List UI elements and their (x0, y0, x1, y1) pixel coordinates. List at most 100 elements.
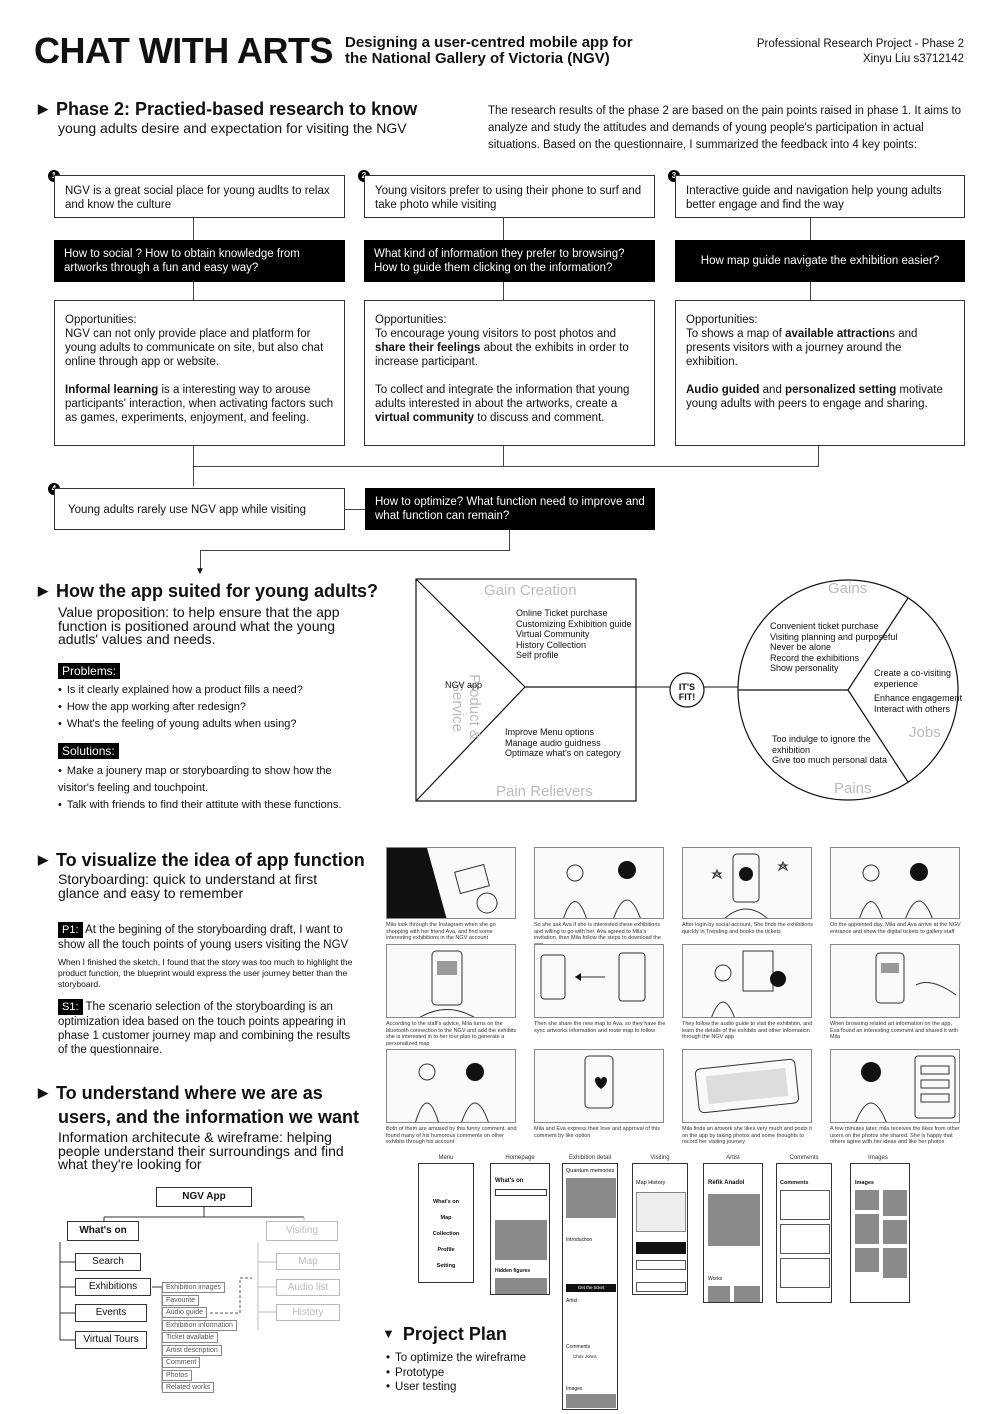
s1-text: S1: The scenario selection of the storyb… (58, 999, 358, 1057)
opportunity-text: Informal learning is a interesting way t… (65, 383, 334, 425)
gain-creators-list: Online Ticket purchase Customizing Exhib… (516, 608, 632, 661)
comments-title: Comments (780, 1180, 809, 1186)
product-service-label: Product & Service (449, 674, 483, 740)
storyboard-panel-5 (386, 944, 516, 1018)
storyboard-panel-8 (830, 944, 960, 1018)
gain-item: Visiting planning and purposeful (770, 631, 898, 642)
storyboard-caption-3: After login by social account, She finds… (682, 922, 814, 935)
problems-label: Problems: (58, 662, 121, 680)
opportunity-box-1: Opportunities: NGV can not only provide … (54, 300, 345, 446)
ia-detail-item: Comment (162, 1357, 201, 1368)
job-item: Enhance engagement (874, 693, 963, 703)
ia-virtual-tours-node: Virtual Tours (75, 1331, 147, 1349)
storyboard-caption-8: When browsing related art information on… (830, 1021, 959, 1040)
finding-box-4: Young adults rarely use NGV app while vi… (54, 488, 345, 530)
plan-item: Prototype (386, 1366, 526, 1381)
opportunity-text: Audio guided and personalized setting mo… (686, 383, 954, 411)
gain-item: Convenient ticket purchase (770, 621, 879, 631)
detail-comments-label: Comments (566, 1344, 591, 1350)
artist-works-label: Works (708, 1276, 723, 1282)
opportunity-bold: Informal learning (65, 384, 159, 396)
ia-detail-item: Artist description (162, 1345, 222, 1356)
opp-part: to discuss and comment. (474, 412, 605, 424)
opportunity-text: NGV can not only provide place and platf… (65, 328, 324, 368)
pain-item: Too indulge to ignore the exhibition (772, 734, 871, 755)
opp-part: To encourage young visitors to post phot… (375, 328, 617, 340)
storyboard-caption-1: Mila look through the Instagram when she… (386, 922, 496, 941)
solutions-label-text: Solutions: (58, 743, 119, 759)
detail-title: Quantum memories (566, 1168, 615, 1174)
plan-list: To optimize the wireframe Prototype User… (386, 1351, 526, 1395)
storyboard-panel-10 (534, 1049, 664, 1123)
value-canvas-diagram (415, 578, 959, 802)
storyboard-caption-4: On the appointed day, Mila and Ava arriv… (830, 922, 961, 935)
ia-events-node: Events (75, 1304, 147, 1322)
problems-label-text: Problems: (58, 663, 121, 679)
visiting-tabs[interactable]: Map History (636, 1180, 666, 1186)
product-label: NGV app (445, 680, 483, 690)
opp-bold: personalized setting (785, 384, 897, 396)
menu-item[interactable]: Profile (437, 1247, 455, 1253)
wireframe-label-artist: Artist (726, 1155, 740, 1161)
p1-label: P1: (58, 922, 83, 938)
storyboard-caption-11: Mila finds an artwork she likes very muc… (682, 1126, 812, 1145)
homepage-search-input[interactable] (495, 1189, 547, 1196)
ia-detail-item: Favourite (162, 1295, 200, 1306)
understand-title-line-1: To understand where we are as (38, 1082, 359, 1106)
visiting-map[interactable] (636, 1192, 686, 1232)
pain-reliever-item: Improve Menu options (505, 727, 595, 737)
wireframe-label-visiting: Visiting (650, 1155, 670, 1161)
storyboard-panel-3 (682, 847, 812, 919)
question-box-3: How map guide navigate the exhibition ea… (675, 240, 965, 282)
subtitle-line-1: Designing a user-centred mobile app for (345, 34, 633, 51)
opp-bold: available attraction (785, 328, 890, 340)
menu-item[interactable]: Collection (432, 1231, 460, 1237)
opportunity-title: Opportunities: (375, 314, 447, 326)
ia-map-node: Map (276, 1253, 340, 1270)
question-box-2: What kind of information they prefer to … (364, 240, 655, 282)
phase2-subtitle: young adults desire and expectation for … (58, 120, 407, 136)
menu-item[interactable]: Map (440, 1215, 452, 1221)
storyboard-panel-11 (682, 1049, 812, 1123)
homepage-title: What's on (495, 1178, 524, 1184)
page-title: CHAT WITH ARTS (34, 30, 333, 71)
ia-whats-on-node: What's on (67, 1221, 139, 1241)
pain-reliever-item: Optimaze what's on category (505, 748, 621, 758)
gain-item: Show personality (770, 663, 839, 673)
artist-title: Refik Anadol (708, 1180, 745, 1186)
visualize-title: To visualize the idea of app function (38, 849, 365, 873)
menu-item[interactable]: What's on (432, 1199, 460, 1205)
wireframe-label-homepage: Homepage (505, 1155, 535, 1161)
detail-images-label: Images (566, 1386, 583, 1392)
project-info: Professional Research Project - Phase 2 … (757, 37, 964, 67)
finding-box-3: Interactive guide and navigation help yo… (675, 175, 965, 218)
detail-commenter: Chris Johns (573, 1354, 597, 1359)
get-ticket-button[interactable]: Get the ticket (566, 1284, 616, 1292)
pain-reliever-item: Manage audio guidness (505, 737, 601, 748)
wireframe-images: Images (850, 1163, 910, 1303)
value-proposition: Value proposition: to help ensure that t… (58, 604, 340, 647)
storyboard-panel-2 (534, 847, 664, 919)
opportunity-title: Opportunities: (686, 314, 758, 326)
wireframe-artist: Refik Anadol Works (703, 1163, 763, 1303)
sketch-note: When I finished the sketch, I found that… (58, 957, 353, 989)
opp-part: motivate young adults with peers to enga… (686, 384, 943, 410)
gains-label: Gains (828, 580, 868, 597)
menu-item[interactable]: Setting (436, 1263, 456, 1269)
opp-part: To shows a map of (686, 328, 786, 340)
pains-list: Too indulge to ignore the exhibition Giv… (772, 734, 892, 766)
ia-detail-item: Photos (162, 1370, 192, 1381)
gain-creator-item: History Collection (516, 639, 587, 650)
opportunity-rest: is a interesting way to arouse participa… (65, 384, 334, 424)
storyboard-caption-7: They follow the audio guide to visit the… (682, 1021, 813, 1040)
finding-box-2: Young visitors prefer to using their pho… (364, 175, 655, 218)
job-item: Interact with others (874, 703, 951, 714)
opportunity-box-3: Opportunities: To shows a map of availab… (675, 300, 965, 446)
ia-root-node: NGV App (156, 1187, 252, 1207)
gain-creator-item: Customizing Exhibition guide (516, 618, 632, 629)
opp-part: s and presents visitors with a journey a… (686, 328, 918, 368)
opp-part: To collect and integrate the information… (375, 384, 630, 410)
pain-item: Give too much personal data (772, 755, 888, 765)
detail-intro-label: Introduction (566, 1237, 593, 1243)
gain-creator-item: Virtual Community (516, 629, 590, 639)
